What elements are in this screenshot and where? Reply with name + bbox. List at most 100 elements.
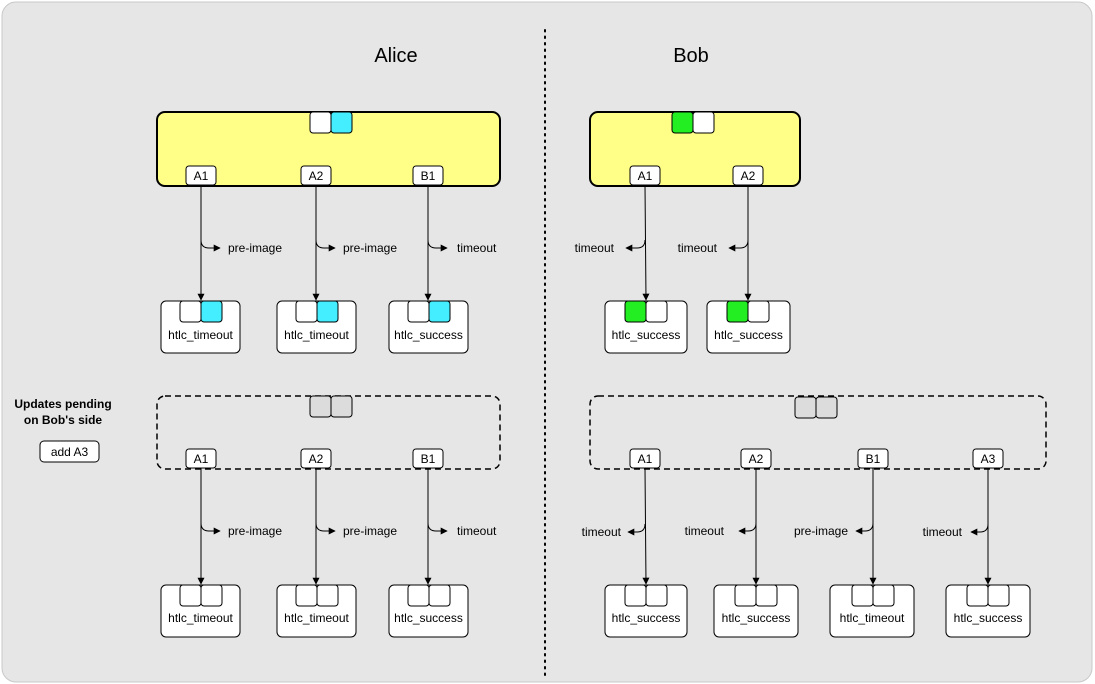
- htlc-tx-box: htlc_success: [706, 300, 791, 354]
- edge-branch: [427, 522, 448, 535]
- bob-current-commitment: A1 A2 timeout timeout htlc_success htlc_…: [575, 111, 801, 354]
- key-square-left: [179, 300, 202, 323]
- key-square-left: [179, 584, 202, 607]
- output-label: B1: [421, 452, 436, 466]
- edge-branch: [627, 523, 646, 536]
- output-label: B1: [866, 452, 881, 466]
- key-square-left: [295, 584, 318, 607]
- htlc-tx-label: htlc_timeout: [284, 611, 349, 625]
- htlc-tx-label: htlc_timeout: [284, 328, 349, 342]
- key-square-right: [428, 300, 451, 323]
- key-square-right: [692, 111, 715, 134]
- output-label: A1: [638, 169, 653, 183]
- htlc-tx-label: htlc_success: [954, 611, 1023, 625]
- edge-label: timeout: [923, 525, 963, 539]
- htlc-tx-label: htlc_success: [394, 328, 463, 342]
- bob-title: Bob: [673, 45, 709, 67]
- output-label: A2: [309, 169, 324, 183]
- output-label: A1: [194, 169, 209, 183]
- add-a3-label: add A3: [51, 445, 89, 459]
- alice-pending-commitment: A1 A2 B1 pre-image pre-image timeout htl…: [156, 395, 501, 638]
- output-a1: A1: [629, 165, 661, 186]
- key-square-left: [734, 584, 757, 607]
- key-square-left: [726, 300, 749, 323]
- key-square-left: [295, 300, 318, 323]
- output-b1: B1: [412, 448, 444, 469]
- htlc-tx-box: htlc_success: [388, 300, 469, 354]
- add-a3-button[interactable]: add A3: [39, 440, 100, 463]
- key-square-right: [200, 300, 223, 323]
- edge-branch: [970, 523, 989, 536]
- key-square-left: [309, 111, 332, 134]
- output-a3: A3: [972, 448, 1004, 469]
- htlc-tx-label: htlc_timeout: [840, 611, 905, 625]
- output-a2: A2: [732, 165, 764, 186]
- key-square-left: [671, 111, 694, 134]
- alice-title: Alice: [374, 45, 417, 67]
- output-b1: B1: [412, 165, 444, 186]
- htlc-tx-label: htlc_timeout: [168, 328, 233, 342]
- htlc-tx-box: htlc_success: [388, 584, 469, 638]
- output-a1: A1: [629, 448, 661, 469]
- key-square-left: [624, 584, 647, 607]
- key-square-right: [330, 111, 353, 134]
- htlc-tx-box: htlc_success: [604, 300, 688, 354]
- edge-branch: [427, 239, 448, 252]
- output-a1: A1: [185, 448, 217, 469]
- key-square-right: [200, 584, 223, 607]
- alice-current-commitment: A1 A2 B1 pre-image pre-image timeout htl…: [156, 111, 501, 354]
- edge-line: [642, 184, 650, 301]
- bob-pending-commitment: A1 A2 B1 A3 timeout timeout pre-image ti…: [582, 395, 1047, 638]
- edge-branch: [738, 522, 757, 535]
- edge-branch: [728, 239, 749, 252]
- edge-label: timeout: [582, 525, 622, 539]
- htlc-tx-box: htlc_timeout: [829, 584, 915, 638]
- htlc-tx-box: htlc_success: [713, 584, 799, 638]
- edge-branch: [625, 239, 646, 252]
- edge-branch: [315, 239, 336, 252]
- edge-branch: [315, 522, 336, 535]
- key-square-right: [815, 396, 838, 419]
- edge-label: pre-image: [794, 524, 848, 538]
- htlc-tx-label: htlc_timeout: [168, 611, 233, 625]
- output-label: A2: [741, 169, 756, 183]
- edge-label: pre-image: [228, 524, 282, 538]
- key-square-left: [407, 584, 430, 607]
- key-square-right: [872, 584, 895, 607]
- edge-label: pre-image: [343, 524, 397, 538]
- key-square-left: [309, 395, 332, 418]
- key-square-right: [428, 584, 451, 607]
- htlc-tx-label: htlc_success: [714, 328, 783, 342]
- output-b1: B1: [857, 448, 889, 469]
- output-label: B1: [421, 169, 436, 183]
- htlc-tx-label: htlc_success: [612, 611, 681, 625]
- key-square-left: [624, 300, 647, 323]
- pending-label-line2: on Bob's side: [24, 413, 103, 427]
- htlc-tx-box: htlc_timeout: [276, 300, 357, 354]
- edge-label: pre-image: [228, 241, 282, 255]
- key-square-right: [316, 300, 339, 323]
- edge-branch: [200, 239, 221, 252]
- key-square-right: [645, 584, 668, 607]
- output-a2: A2: [300, 448, 332, 469]
- output-a2: A2: [300, 165, 332, 186]
- edge-label: timeout: [678, 241, 718, 255]
- htlc-tx-box: htlc_timeout: [160, 584, 241, 638]
- output-label: A1: [194, 452, 209, 466]
- key-square-right: [316, 584, 339, 607]
- key-square-right: [330, 395, 353, 418]
- edge-branch: [200, 522, 221, 535]
- htlc-tx-label: htlc_success: [722, 611, 791, 625]
- key-square-left: [851, 584, 874, 607]
- key-square-left: [794, 396, 817, 419]
- edge-label: timeout: [457, 524, 497, 538]
- edge-line: [642, 467, 650, 585]
- key-square-right: [987, 584, 1010, 607]
- htlc-tx-box: htlc_success: [945, 584, 1031, 638]
- output-label: A2: [749, 452, 764, 466]
- key-square-right: [747, 300, 770, 323]
- edge-branch: [855, 522, 874, 535]
- bob-pending-tx: [589, 395, 1047, 470]
